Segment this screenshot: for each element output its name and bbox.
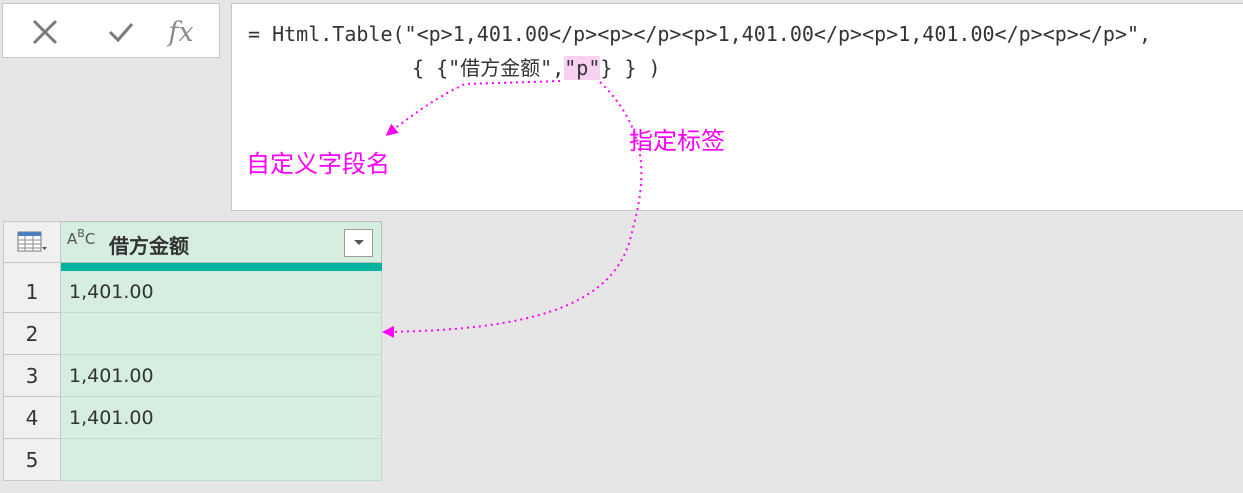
rownum-spacer [3,263,61,271]
table-row: 1 1,401.00 [3,271,382,313]
column-quality-bar [61,263,382,271]
formula-editor[interactable]: = Html.Table("<p>1,401.00</p><p></p><p>1… [231,3,1243,211]
annotation-custom-field-name: 自定义字段名 [246,150,390,178]
table-cell[interactable]: 1,401.00 [61,397,382,439]
table-icon [17,231,47,252]
formula-buttons: fx [2,3,220,58]
chevron-down-icon [353,240,364,245]
formula-line-1: = Html.Table("<p>1,401.00</p><p></p><p>1… [248,22,1152,46]
table-row: 3 1,401.00 [3,355,382,397]
table-cell[interactable]: 1,401.00 [61,355,382,397]
row-number[interactable]: 2 [3,313,61,355]
formula-sep: ", [540,56,565,80]
column-header[interactable]: ABC 借方金额 [61,221,382,263]
x-icon [32,19,58,45]
formula-line-2: { {"借方金额","p"} } ) [412,52,661,81]
fx-button[interactable]: fx [168,16,194,48]
formula-selector-highlight: "p" [564,56,601,80]
table-cell[interactable] [61,439,382,481]
row-number[interactable]: 5 [3,439,61,481]
formula-field-name: 借方金额 [460,56,541,80]
row-number[interactable]: 4 [3,397,61,439]
table-cell[interactable]: 1,401.00 [61,271,382,313]
table-menu-button[interactable] [3,221,61,263]
table-row: 4 1,401.00 [3,397,382,439]
table-row: 5 [3,439,382,481]
text-type-icon[interactable]: ABC [67,227,96,248]
column-title: 借方金额 [109,234,189,258]
formula-open: { {" [412,56,461,80]
annotation-specify-tag: 指定标签 [629,127,725,155]
row-number[interactable]: 1 [3,271,61,313]
formula-close: } } ) [600,56,661,80]
cancel-button[interactable] [25,12,65,52]
row-number[interactable]: 3 [3,355,61,397]
table-row: 2 [3,313,382,355]
confirm-button[interactable] [101,12,141,52]
table-cell[interactable] [61,313,382,355]
column-filter-button[interactable] [344,229,373,257]
check-icon [108,23,134,43]
